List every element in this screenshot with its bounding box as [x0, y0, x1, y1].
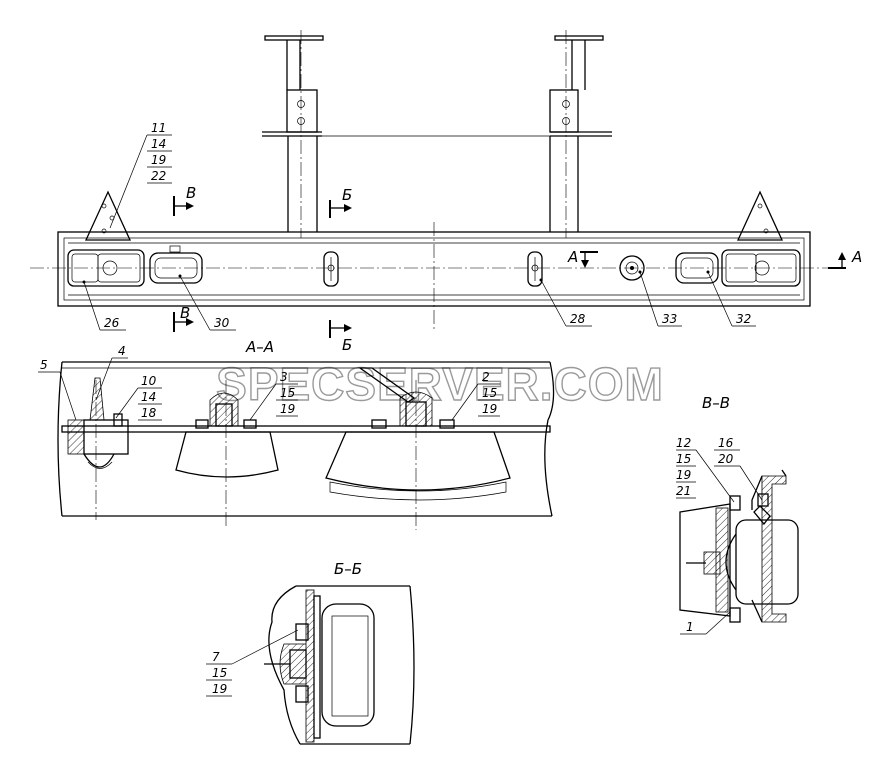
svg-text:5: 5 [40, 358, 48, 372]
svg-text:15: 15 [482, 386, 497, 400]
svg-text:11: 11 [151, 121, 166, 135]
bumper-beam [30, 222, 840, 330]
svg-text:19: 19 [280, 402, 295, 416]
cut-mark-v: В В [173, 184, 196, 332]
svg-text:26: 26 [104, 316, 120, 330]
right-rear-lamp [721, 249, 801, 287]
section-aa [57, 361, 555, 530]
right-bracket [549, 30, 612, 238]
svg-text:3: 3 [280, 370, 288, 384]
svg-text:12: 12 [676, 436, 691, 450]
svg-text:А: А [567, 248, 578, 266]
svg-text:15: 15 [280, 386, 295, 400]
callout-triangle-stack: 11 14 19 22 [109, 121, 172, 229]
callout-aa-4: 4 [95, 344, 128, 401]
section-bb [264, 585, 415, 745]
svg-text:16: 16 [718, 436, 734, 450]
left-bracket [262, 30, 324, 238]
svg-text:21: 21 [676, 484, 691, 498]
svg-text:Б: Б [342, 336, 352, 354]
callout-vv-1: 1 [680, 611, 731, 635]
svg-text:30: 30 [214, 316, 230, 330]
section-aa-title: А–А [245, 338, 274, 356]
svg-text:18: 18 [141, 406, 157, 420]
callout-32: 32 [706, 270, 756, 327]
callout-aa-5: 5 [38, 358, 77, 421]
svg-text:15: 15 [676, 452, 691, 466]
svg-text:19: 19 [676, 468, 691, 482]
svg-text:Б: Б [342, 186, 352, 204]
callout-vv-16: 16 20 [714, 436, 763, 501]
svg-text:32: 32 [736, 312, 751, 326]
cut-mark-a: А А [567, 248, 862, 269]
callout-26: 26 [82, 280, 126, 331]
svg-text:20: 20 [718, 452, 734, 466]
svg-text:В: В [186, 184, 196, 202]
svg-text:28: 28 [570, 312, 586, 326]
svg-text:15: 15 [212, 666, 227, 680]
marker-lamp-left [323, 251, 339, 287]
lamp-32 [675, 252, 719, 284]
callout-bb-7: 7 15 19 [206, 629, 299, 697]
svg-text:14: 14 [151, 137, 166, 151]
watermark: SPECSERVER.COM [216, 358, 664, 410]
section-vv [679, 469, 799, 623]
callout-33: 33 [638, 270, 682, 327]
svg-text:7: 7 [212, 650, 220, 664]
callout-aa-2: 2 15 19 [451, 370, 500, 421]
svg-text:А: А [851, 248, 862, 266]
cut-mark-b: Б Б [329, 186, 352, 354]
callout-28: 28 [539, 278, 592, 327]
svg-text:2: 2 [482, 370, 490, 384]
callout-vv-12: 12 15 19 21 [676, 436, 735, 503]
callout-aa-3: 3 15 19 [249, 370, 298, 421]
svg-text:19: 19 [482, 402, 497, 416]
svg-text:22: 22 [151, 169, 166, 183]
lamp-30 [149, 245, 203, 284]
svg-text:4: 4 [118, 344, 126, 358]
svg-text:19: 19 [151, 153, 166, 167]
left-triangle-reflector [84, 190, 132, 241]
socket-33 [619, 255, 645, 281]
svg-text:1: 1 [686, 620, 694, 634]
callout-30: 30 [178, 274, 236, 331]
svg-text:10: 10 [141, 374, 157, 388]
callout-aa-10: 10 14 18 [115, 374, 162, 421]
right-triangle-reflector [736, 190, 784, 241]
marker-lamp-28 [527, 251, 543, 287]
section-vv-title: В–В [702, 394, 730, 412]
svg-text:19: 19 [212, 682, 227, 696]
svg-text:В: В [180, 304, 190, 322]
svg-text:33: 33 [662, 312, 677, 326]
svg-text:14: 14 [141, 390, 156, 404]
section-bb-title: Б–Б [334, 560, 362, 578]
